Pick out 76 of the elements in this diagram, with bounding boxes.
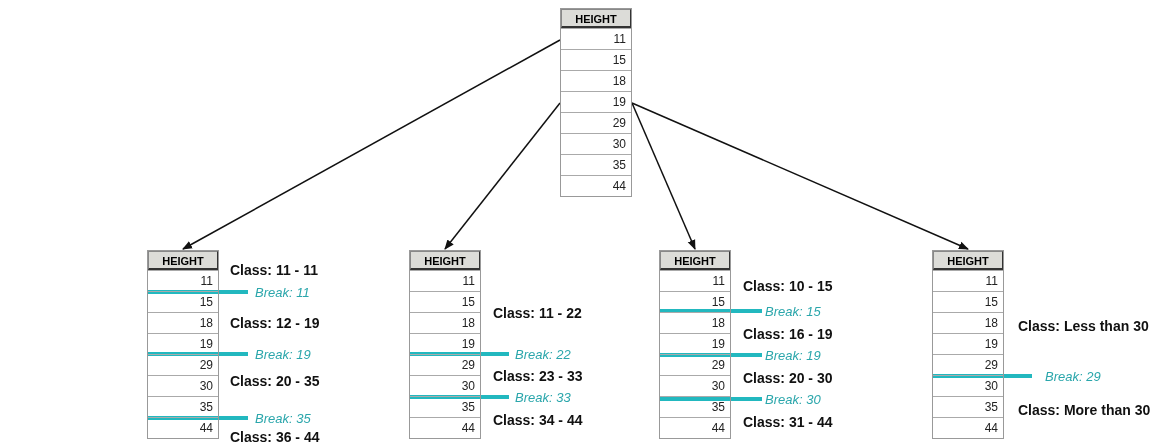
table-cell: 29 <box>148 354 218 375</box>
table-cell: 44 <box>933 417 1003 438</box>
table-cell: 19 <box>410 333 480 354</box>
table-cell: 15 <box>148 291 218 312</box>
break-label: Break: 19 <box>765 347 821 363</box>
table-cell: 18 <box>933 312 1003 333</box>
table-cell: 30 <box>933 375 1003 396</box>
table-cell: 19 <box>933 333 1003 354</box>
class-label: Class: 16 - 19 <box>743 326 833 342</box>
arrow <box>182 39 561 250</box>
arrow <box>444 102 561 250</box>
table-cell: 11 <box>660 270 730 291</box>
class-label: Class: 12 - 19 <box>230 315 320 331</box>
arrow <box>631 102 696 250</box>
table-cell: 30 <box>561 133 631 154</box>
class-label: Class: 11 - 22 <box>493 305 582 321</box>
table-cell: 15 <box>660 291 730 312</box>
table-cell: 44 <box>148 417 218 438</box>
table-cell: 18 <box>660 312 730 333</box>
table-cell: 35 <box>410 396 480 417</box>
data-table <box>409 250 481 439</box>
table-cell: 29 <box>410 354 480 375</box>
column-header: HEIGHT <box>660 251 730 270</box>
class-label: Class: More than 30 <box>1018 402 1151 418</box>
table-cell: 44 <box>660 417 730 438</box>
table-cell: 18 <box>561 70 631 91</box>
break-label: Break: 22 <box>515 346 571 362</box>
table-cell: 44 <box>410 417 480 438</box>
data-table <box>560 8 632 197</box>
break-label: Break: 33 <box>515 389 571 405</box>
data-table <box>659 250 731 439</box>
class-label: Class: 34 - 44 <box>493 412 583 428</box>
table-cell: 44 <box>561 175 631 196</box>
table-cell: 29 <box>933 354 1003 375</box>
break-label: Break: 30 <box>765 391 821 407</box>
class-label: Class: Less than 30 <box>1018 318 1149 334</box>
table-cell: 11 <box>148 270 218 291</box>
table-cell: 30 <box>410 375 480 396</box>
class-label: Class: 20 - 35 <box>230 373 320 389</box>
arrow <box>631 102 969 250</box>
table-cell: 18 <box>148 312 218 333</box>
table-cell: 19 <box>561 91 631 112</box>
table-cell: 19 <box>660 333 730 354</box>
table-cell: 19 <box>148 333 218 354</box>
table-cell: 11 <box>933 270 1003 291</box>
table-cell: 29 <box>660 354 730 375</box>
break-label: Break: 35 <box>255 410 311 426</box>
break-label: Break: 19 <box>255 346 311 362</box>
table-cell: 18 <box>410 312 480 333</box>
table-cell: 35 <box>933 396 1003 417</box>
column-header: HEIGHT <box>561 9 631 28</box>
data-table <box>932 250 1004 439</box>
table-cell: 11 <box>410 270 480 291</box>
break-label: Break: 11 <box>255 284 310 300</box>
table-cell: 35 <box>660 396 730 417</box>
class-label: Class: 23 - 33 <box>493 368 583 384</box>
table-cell: 15 <box>410 291 480 312</box>
column-header: HEIGHT <box>410 251 480 270</box>
table-cell: 11 <box>561 28 631 49</box>
class-label: Class: 11 - 11 <box>230 262 318 278</box>
class-label: Class: 20 - 30 <box>743 370 833 386</box>
class-label: Class: 10 - 15 <box>743 278 833 294</box>
class-label: Class: 36 - 44 <box>230 429 320 444</box>
table-cell: 15 <box>933 291 1003 312</box>
break-label: Break: 15 <box>765 303 821 319</box>
class-label: Class: 31 - 44 <box>743 414 833 430</box>
table-cell: 29 <box>561 112 631 133</box>
table-cell: 30 <box>660 375 730 396</box>
table-cell: 15 <box>561 49 631 70</box>
table-cell: 35 <box>561 154 631 175</box>
data-table <box>147 250 219 439</box>
column-header: HEIGHT <box>933 251 1003 270</box>
table-cell: 30 <box>148 375 218 396</box>
break-label: Break: 29 <box>1045 368 1101 384</box>
column-header: HEIGHT <box>148 251 218 270</box>
table-cell: 35 <box>148 396 218 417</box>
